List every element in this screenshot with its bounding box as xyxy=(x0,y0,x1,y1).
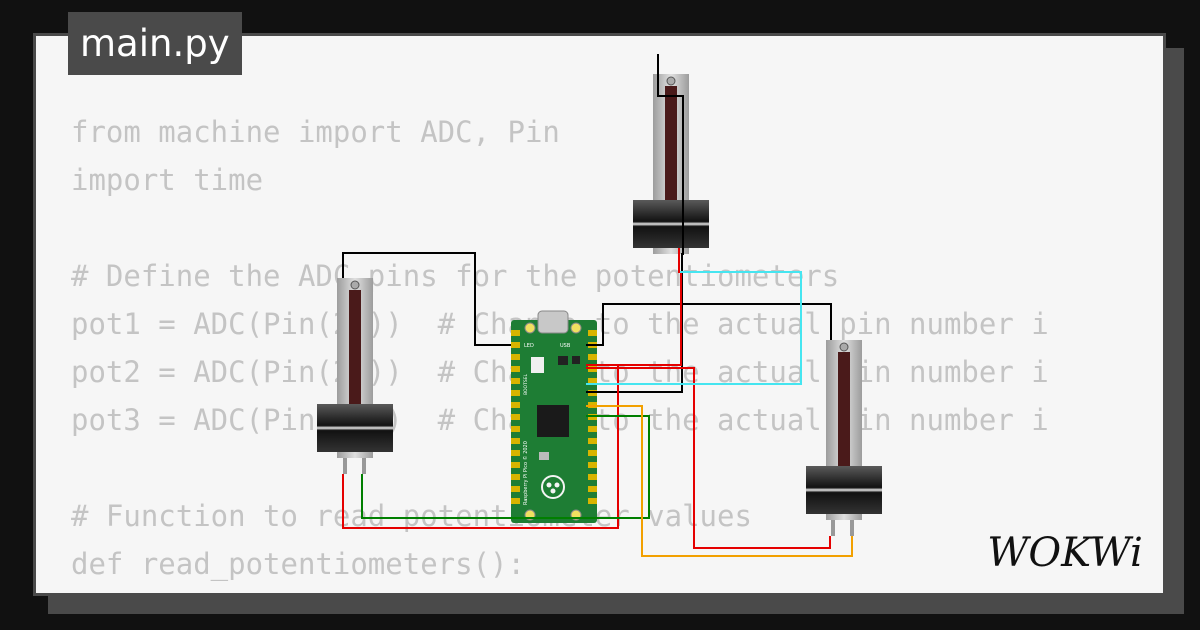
bootsel-label: BOOTSEL xyxy=(523,373,529,395)
raspberry-logo-icon xyxy=(541,475,565,499)
wokwi-logo-text: WOKWi xyxy=(987,530,1143,576)
chip-small xyxy=(572,356,580,364)
wire-signal-pot3[interactable] xyxy=(586,405,853,557)
led-label: LED xyxy=(524,343,534,349)
screw-icon xyxy=(350,280,360,290)
file-tab[interactable]: main.py xyxy=(68,12,242,75)
wire-vcc-right[interactable] xyxy=(586,367,831,549)
wires xyxy=(342,54,853,557)
pot-track xyxy=(838,352,850,490)
pin-row-left xyxy=(511,330,520,504)
pot-knob[interactable] xyxy=(317,404,393,452)
pot-pin xyxy=(850,520,854,536)
slide-potentiometer-3[interactable] xyxy=(806,340,882,536)
wire-gnd-top[interactable] xyxy=(586,54,684,393)
mount-hole xyxy=(524,322,536,334)
usb-port-icon xyxy=(537,310,569,334)
pot-pin xyxy=(362,458,366,474)
rp2040-chip xyxy=(537,405,569,437)
mount-hole xyxy=(570,322,582,334)
wire-signal-pot2[interactable] xyxy=(586,271,802,385)
slide-potentiometer-2[interactable] xyxy=(633,74,709,254)
pot-knob[interactable] xyxy=(633,200,709,248)
pot-pin xyxy=(343,458,347,474)
component xyxy=(539,452,549,460)
wire-vcc-top[interactable] xyxy=(586,248,682,366)
code-line: def read_potentiometers(): xyxy=(71,547,525,581)
screw-icon xyxy=(666,76,676,86)
wire-signal-pot1[interactable] xyxy=(361,415,650,519)
wire-gnd-right[interactable] xyxy=(586,303,832,346)
bootsel-button[interactable] xyxy=(531,357,544,373)
code-line: import time xyxy=(71,163,264,197)
pot-track xyxy=(349,290,361,428)
pot-knob[interactable] xyxy=(806,466,882,514)
usb-label: USB xyxy=(560,343,571,349)
pot-pin xyxy=(831,520,835,536)
wokwi-logo: WOKWi xyxy=(987,530,1143,576)
wire-vcc-left[interactable] xyxy=(342,364,619,529)
code-line: from machine import ADC, Pin xyxy=(71,115,560,149)
pot-track xyxy=(665,86,677,224)
board-name-label: Raspberry Pi Pico © 2020 xyxy=(522,441,529,505)
wire-gnd-left[interactable] xyxy=(342,252,511,346)
slide-potentiometer-1[interactable] xyxy=(317,278,393,474)
screw-icon xyxy=(839,342,849,352)
raspberry-pi-pico[interactable]: LED USB BOOTSEL Raspberry Pi Pico © 2020 xyxy=(511,310,597,523)
chip-small xyxy=(558,356,568,365)
